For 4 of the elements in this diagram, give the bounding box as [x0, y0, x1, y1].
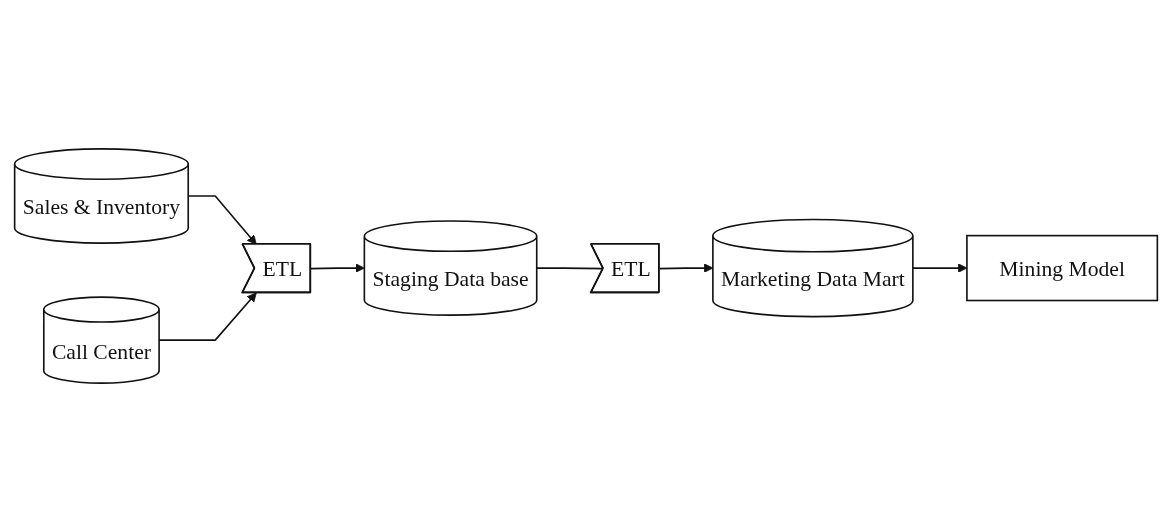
- node-box: Mining Model: [966, 234, 1159, 301]
- arrow: [158, 292, 257, 341]
- arrow: [658, 262, 714, 273]
- arrow: [310, 262, 365, 273]
